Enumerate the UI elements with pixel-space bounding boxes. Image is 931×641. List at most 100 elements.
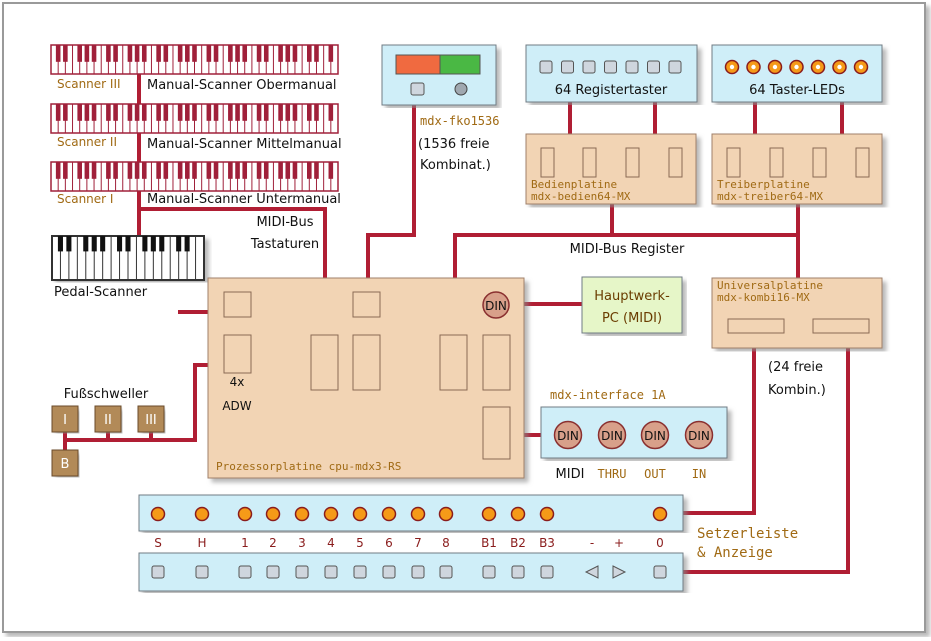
setzer-button[interactable] [653,565,667,579]
register-button [561,60,574,74]
scanner3-label: Scanner III [57,77,121,91]
setzer-prev-icon[interactable] [584,565,599,579]
mittelmanual-black-key [106,104,111,121]
cpu-chip-c [310,334,339,391]
cpu-adw-chip [223,334,252,374]
setzer-label: B2 [510,536,526,550]
untermanual-black-key [55,162,61,179]
swell-pedal [51,405,79,433]
untermanual-black-key [63,162,68,179]
mittelmanual-black-key [307,104,312,121]
setzer-label: + [614,536,624,550]
setzer-leds [150,506,668,522]
obermanual-black-key [263,45,269,62]
untermanual-black-key [314,162,319,179]
obermanual-black-key [235,45,240,62]
setzer-led [194,506,210,522]
mittelmanual-black-key [256,104,262,121]
setzer-button[interactable] [439,565,453,579]
register-panel-label: 64 Registertaster [555,83,668,98]
interface-din-socket [553,420,583,450]
treiber-chip-3 [812,147,827,178]
setzer-button[interactable] [324,565,338,579]
fko-note-line2: Kombinat.) [420,158,491,173]
manual1-label: Manual-Scanner Untermanual [147,192,341,207]
pedal-black-key [83,236,89,252]
setzer-label: 7 [414,536,422,550]
setzer-next-icon[interactable] [612,565,627,579]
swell-pedal-label: II [104,413,112,428]
untermanual-black-key [206,162,212,179]
setzer-label: B3 [539,536,555,550]
midi-bus-label: MIDI-Bus [256,215,313,230]
obermanual-black-key [141,45,147,62]
treiber-chip-1 [726,147,741,178]
obermanual-black-key [156,45,161,62]
setzer-buttons [151,565,667,579]
untermanual-black-key [156,162,161,179]
setzer-led [438,506,454,522]
bedien-line1: Bedienplatine [531,178,617,191]
universal-note-line2: Kombin.) [768,383,826,398]
untermanual-black-key [91,162,97,179]
setzer-led-strip [138,494,684,532]
obermanual-black-key [206,45,212,62]
untermanual-black-key [84,162,90,179]
pedal-black-key [57,236,63,252]
pedal-black-key [176,236,182,252]
universal-line2: mdx-kombi16-MX [717,291,810,304]
setzer-button[interactable] [295,565,309,579]
setzer-led [539,506,555,522]
cpu-chip-a [223,291,252,318]
led-row [724,59,869,75]
swell-pedal [94,405,122,433]
untermanual-black-key [192,162,197,179]
setzer-button[interactable] [353,565,367,579]
port-midi-label: MIDI [556,467,585,482]
pedal-label: Pedal-Scanner [54,285,148,300]
setzer-button[interactable] [195,565,209,579]
setzer-button[interactable] [238,565,252,579]
pedal-black-key [91,236,97,252]
mittelmanual-black-key [177,104,183,121]
cpu-chip-e [439,334,468,391]
obermanual-black-key [91,45,97,62]
setzer-button[interactable] [411,565,425,579]
mittelmanual-black-key [134,104,140,121]
register-button [604,60,617,74]
setzer-button[interactable] [382,565,396,579]
setzer-button[interactable] [482,565,496,579]
mittelmanual-black-key [314,104,319,121]
obermanual-black-key [307,45,312,62]
cpu-din-label: DIN [485,299,507,313]
setzer-label: - [590,536,594,550]
pc-line1: Hauptwerk- [594,289,670,304]
port-in-label: IN [692,467,706,481]
fko-display-red [395,54,441,75]
keyboard-mittelmanual [50,103,339,134]
bedien-chip-1 [540,147,555,178]
untermanual-black-key [228,162,233,179]
mittelmanual-black-key [328,104,334,121]
obermanual-black-key [213,45,219,62]
treiber-chip-2 [769,147,784,178]
fko-module [381,44,497,106]
swell-label: Fußschweller [64,387,149,402]
setzer-button[interactable] [266,565,280,579]
obermanual-black-key [84,45,90,62]
setzer-button[interactable] [540,565,554,579]
bedien-chip-3 [625,147,640,178]
scanner2-label: Scanner II [57,135,117,149]
mittelmanual-black-key [77,104,82,121]
setzer-button[interactable] [151,565,165,579]
setzer-button[interactable] [511,565,525,579]
mittelmanual-black-key [141,104,147,121]
setzer-title-line2: & Anzeige [697,545,773,561]
untermanual-black-key [235,162,240,179]
untermanual-black-key [242,162,248,179]
interface-din-label: DIN [688,429,710,443]
obermanual-black-key [242,45,248,62]
setzer-label: 1 [241,536,249,550]
led-indicator-center [837,64,842,70]
